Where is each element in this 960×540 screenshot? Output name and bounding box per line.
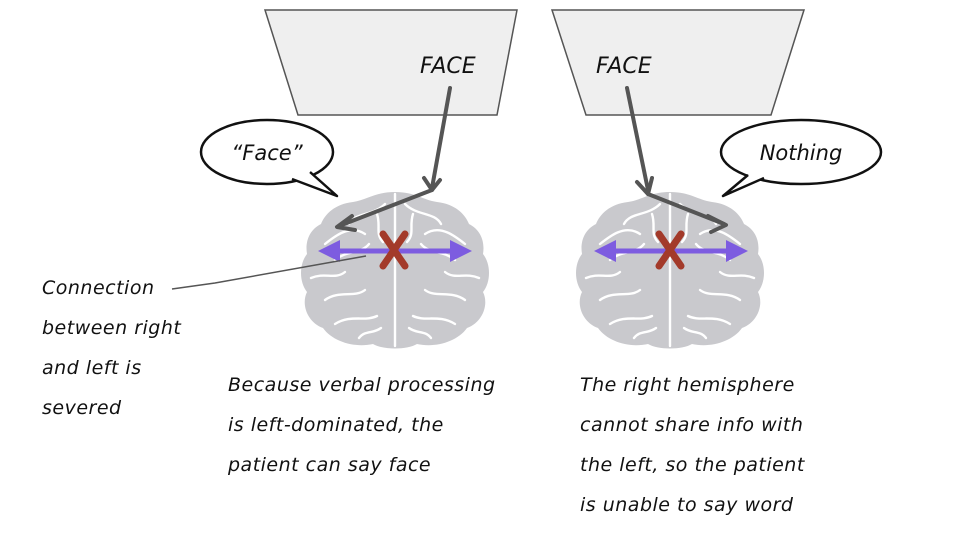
callout-line: and left is <box>42 357 142 379</box>
right-speech-bubble <box>719 118 883 198</box>
left-caption-line: is left-dominated, the <box>228 414 444 436</box>
left-caption-line: Because verbal processing <box>228 374 496 396</box>
left-speech-text: “Face” <box>231 141 303 165</box>
right-brain <box>574 190 766 350</box>
left-screen-word: FACE <box>420 54 476 79</box>
left-brain <box>299 190 491 350</box>
left-visual-path-arrow <box>335 86 452 232</box>
right-screen-word: FACE <box>596 54 652 79</box>
callout-label: Connection between right and left is sev… <box>42 268 222 428</box>
right-speech-text: Nothing <box>760 141 843 165</box>
callout-line: between right <box>42 317 182 339</box>
right-caption-line: cannot share info with <box>580 414 804 436</box>
right-sever-mark <box>655 230 685 270</box>
callout-line: Connection <box>42 277 155 299</box>
callout-leader-line <box>171 255 367 290</box>
left-caption: Because verbal processing is left-domina… <box>228 365 548 485</box>
left-screen <box>263 9 518 116</box>
right-visual-path-arrow <box>625 86 728 234</box>
callout-line: severed <box>42 397 122 419</box>
left-caption-line: patient can say face <box>228 454 432 476</box>
left-sever-mark <box>379 230 409 270</box>
right-caption-line: is unable to say word <box>580 494 794 516</box>
right-caption-line: The right hemisphere <box>580 374 795 396</box>
right-screen <box>550 9 806 116</box>
left-speech-bubble <box>199 118 339 198</box>
right-caption: The right hemisphere cannot share info w… <box>580 365 920 525</box>
right-caption-line: the left, so the patient <box>580 454 805 476</box>
